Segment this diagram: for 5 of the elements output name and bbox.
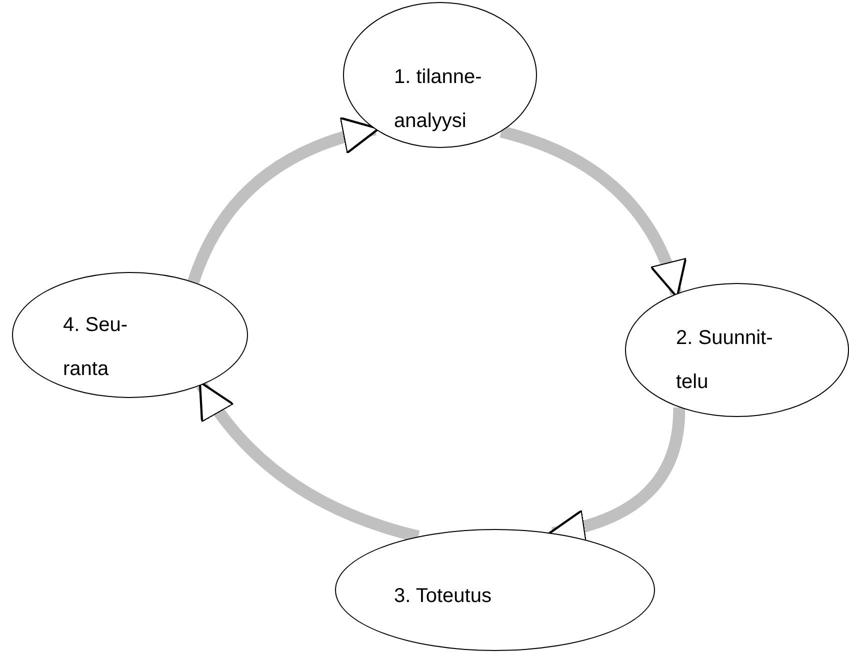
node-label: 4. Seu- ranta xyxy=(63,313,128,382)
node-label: 3. Toteutus xyxy=(394,584,492,609)
curved-arrow xyxy=(188,118,380,284)
node-label: 2. Suunnit- telu xyxy=(676,326,774,395)
node-label: 1. tilanne- analyysi xyxy=(394,65,483,134)
